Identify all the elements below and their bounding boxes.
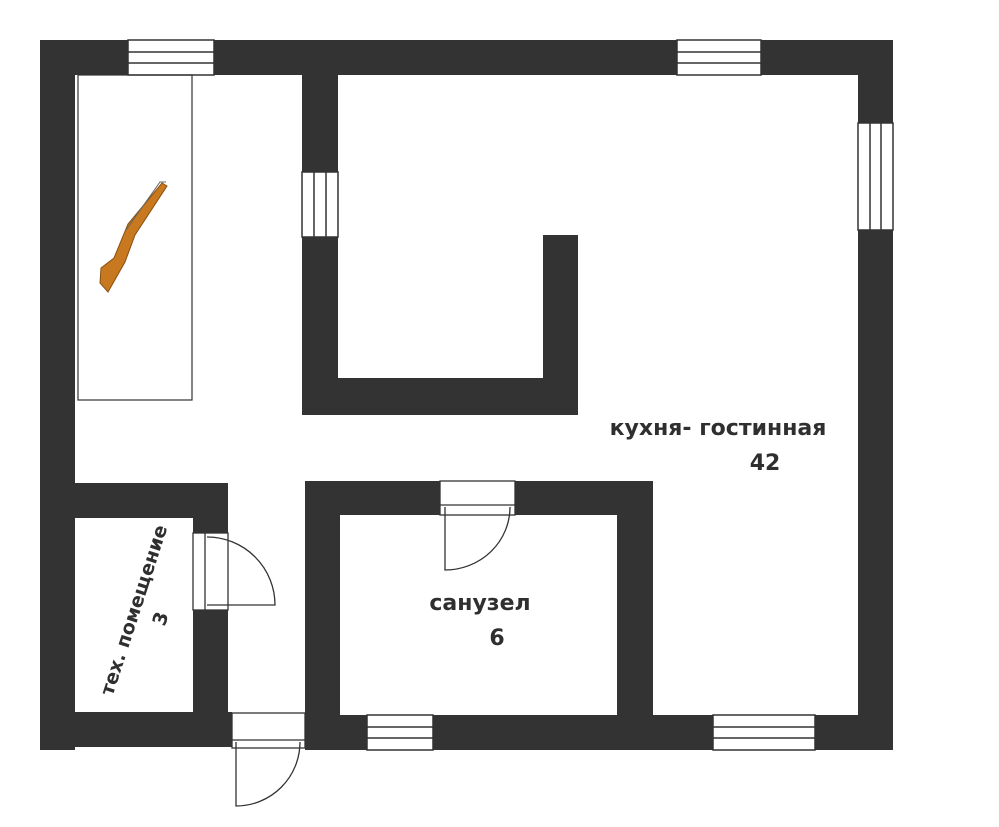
window <box>712 714 816 751</box>
wall-left <box>40 40 75 750</box>
walls <box>40 40 893 750</box>
tech-room-label: тех. помещение 3 <box>96 522 173 698</box>
windows <box>127 39 894 751</box>
room-area-tech: 3 <box>148 609 173 628</box>
wall-inner-vertical <box>302 75 338 415</box>
entrance-door[interactable] <box>231 712 306 807</box>
wall-inner-horizontal <box>302 378 578 415</box>
wall-bath-right <box>617 481 653 750</box>
window <box>676 39 762 76</box>
room-area-bathroom: 6 <box>489 626 504 651</box>
window <box>301 171 339 238</box>
window <box>857 122 894 231</box>
room-area-living: 42 <box>750 451 781 476</box>
stair-area <box>77 74 193 401</box>
window <box>366 714 434 751</box>
doors <box>192 480 516 807</box>
wall-tech-right <box>193 483 228 747</box>
window <box>127 39 215 76</box>
wall-partition <box>543 235 578 415</box>
room-name-tech: тех. помещение <box>96 522 172 698</box>
room-name-bathroom: санузел <box>429 591 530 616</box>
tech-room-door[interactable] <box>192 532 276 611</box>
wall-bath-left <box>305 481 340 750</box>
room-name-living: кухня- гостинная <box>610 416 827 441</box>
staircase-icon <box>99 181 168 293</box>
bathroom-door[interactable] <box>439 480 516 571</box>
